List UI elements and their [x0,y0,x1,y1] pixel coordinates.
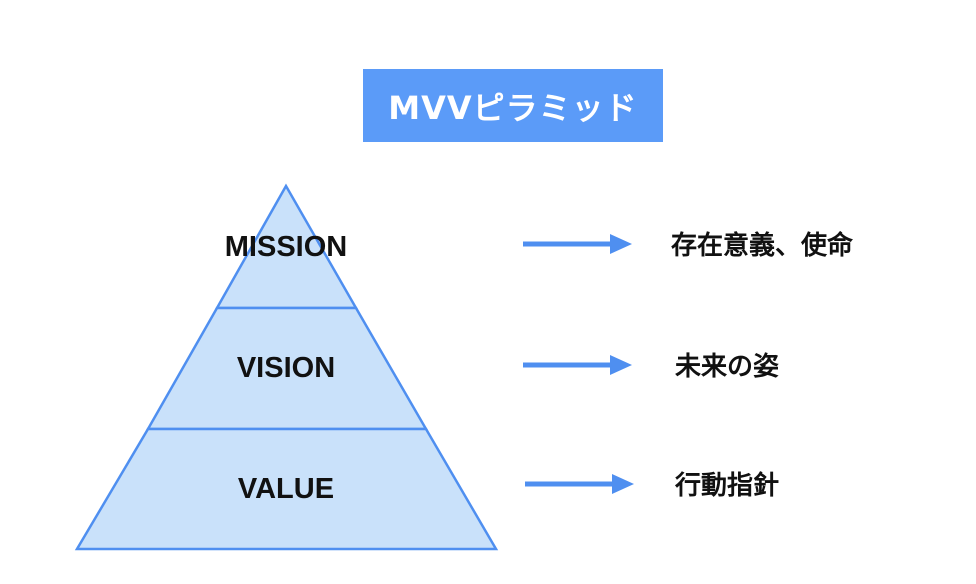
pyramid-tier-value [74,427,499,551]
arrow-right-icon [525,474,634,494]
tier-description-value: 行動指針 [674,470,779,501]
tier-description-vision: 未来の姿 [675,352,779,382]
tier-label-value: VALUE [238,473,334,505]
tier-label-vision: VISION [237,352,335,384]
arrow-right-icon [523,355,632,375]
tier-label-mission: MISSION [225,231,347,263]
diagram-title: MVVピラミッド [363,69,663,142]
tier-description-mission: 存在意義、使命 [671,230,854,261]
arrow-right-icon [523,234,632,254]
